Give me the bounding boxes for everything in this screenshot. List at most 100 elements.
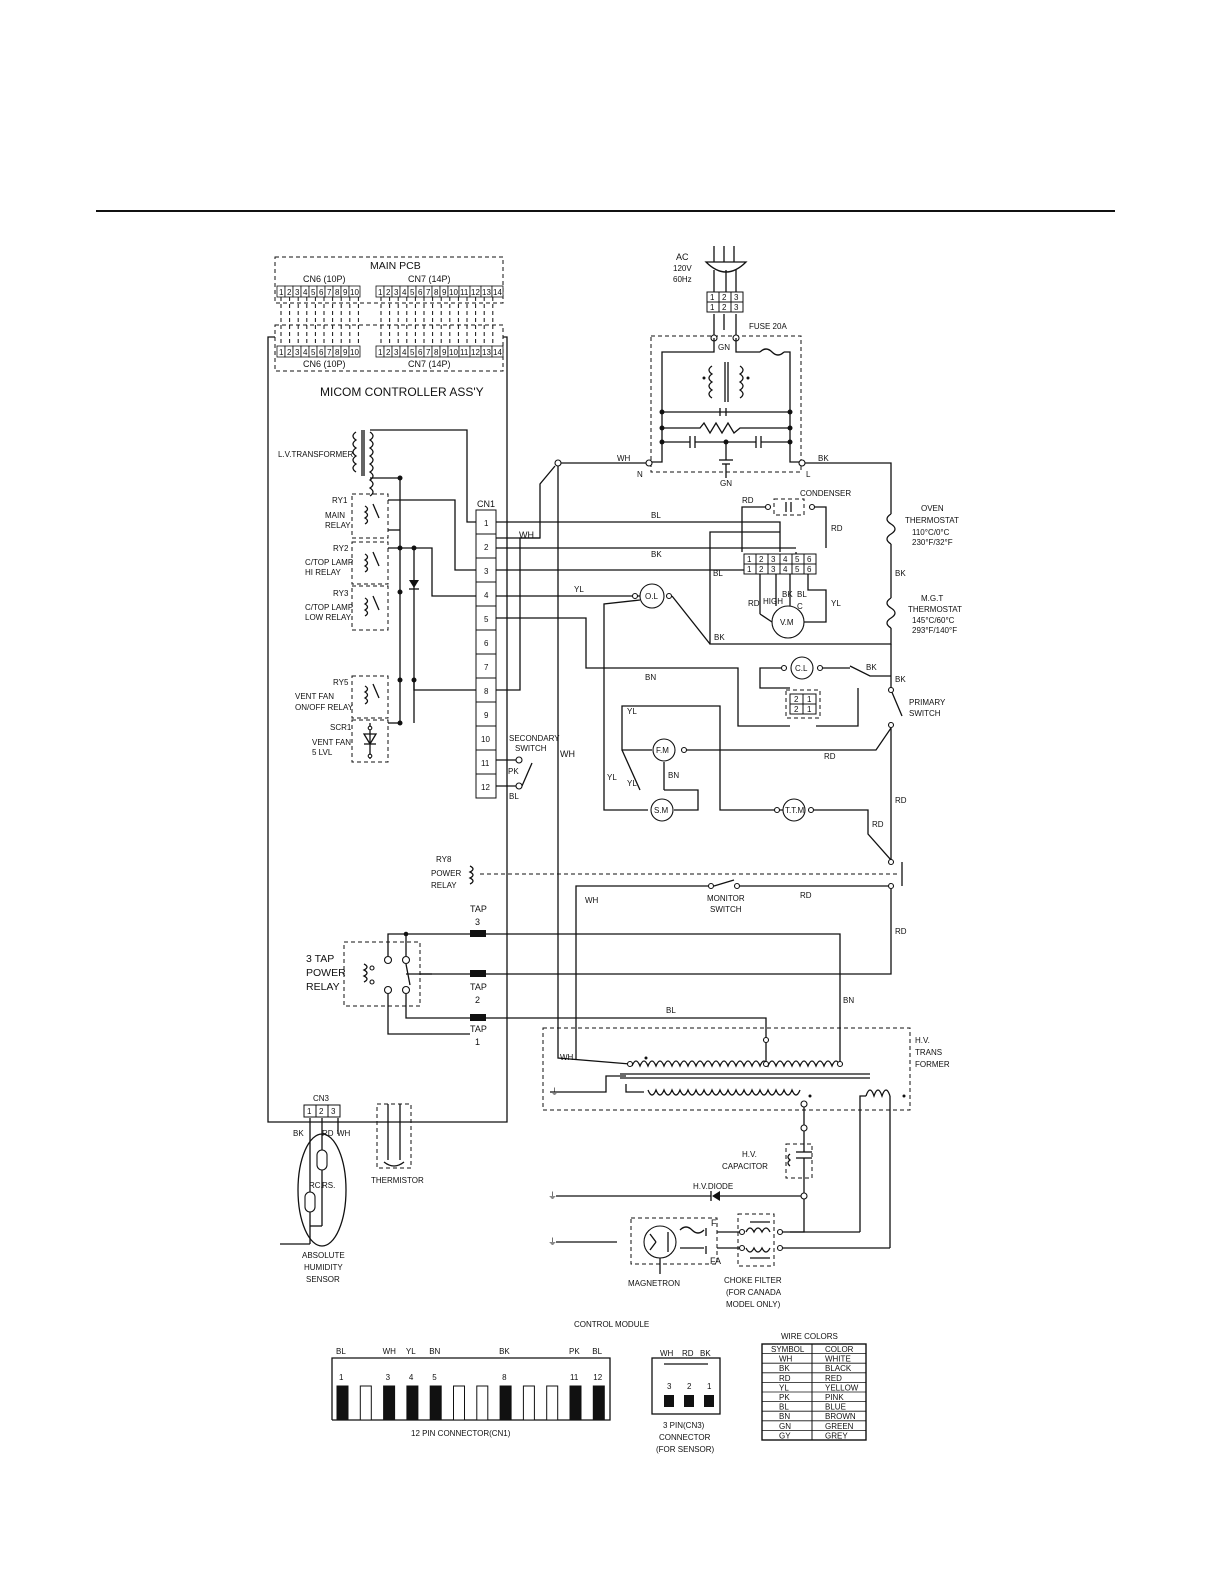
svg-text:O.L: O.L <box>645 592 658 601</box>
svg-text:M.G.T: M.G.T <box>921 594 943 603</box>
cn7-top-pin-label: 7 <box>426 288 431 297</box>
cn3-pin-label: 3 <box>331 1107 336 1116</box>
cn1-pin-label: 5 <box>484 615 489 624</box>
cn1-pin-label: 9 <box>484 711 489 720</box>
cn6-top-pin-label: 5 <box>311 288 316 297</box>
svg-text:TAP: TAP <box>470 1024 487 1034</box>
svg-text:N: N <box>637 470 643 479</box>
cn3-module-pin-number: 3 <box>667 1382 672 1391</box>
stirrer-motor: S.M <box>650 789 699 822</box>
plug-pin-label: 3 <box>734 293 739 302</box>
svg-text:TAP: TAP <box>470 904 487 914</box>
monitor-switch: MONITOR SWITCH <box>707 879 745 914</box>
cn3-wire-wh: WH <box>337 1129 351 1138</box>
cn1-pin-label: 12 <box>481 783 490 792</box>
conn6-pin-label: 4 <box>783 555 788 564</box>
condenser-rd-b: RD <box>831 524 843 533</box>
svg-text:(FOR SENSOR): (FOR SENSOR) <box>656 1445 715 1454</box>
cn7-top-pin-label: 6 <box>418 288 423 297</box>
cn1-p4-yl: YL <box>574 585 584 594</box>
cn6-top-pin-label: 8 <box>335 288 340 297</box>
cn3-wire-rd: RD <box>322 1129 334 1138</box>
hv-diode: H.V.DIODE ⏚ <box>548 1182 805 1233</box>
n-line-wh: WH <box>617 454 631 463</box>
svg-text:VENT FAN: VENT FAN <box>295 692 334 701</box>
svg-text:ON/OFF RELAY: ON/OFF RELAY <box>295 703 354 712</box>
conn6-pin-label: 1 <box>747 565 752 574</box>
svg-text:RELAY: RELAY <box>325 521 351 530</box>
cn1-color-label: BK <box>499 1347 510 1356</box>
conn2-pin-label: 1 <box>807 695 812 704</box>
svg-text:F.M: F.M <box>656 746 669 755</box>
cn6-top-pin-label: 9 <box>343 288 348 297</box>
cn1-slot-4 <box>406 1385 419 1421</box>
svg-text:RY3: RY3 <box>333 589 349 598</box>
svg-text:RY2: RY2 <box>333 544 349 553</box>
wire-table-symbol: BL <box>779 1403 789 1412</box>
cn1-slot-1 <box>336 1385 349 1421</box>
svg-text:ABSOLUTE: ABSOLUTE <box>302 1251 345 1260</box>
pcb-connector-lines <box>280 297 494 346</box>
svg-text:230°F/32°F: 230°F/32°F <box>912 538 953 547</box>
scr1-vent-fan-triac: SCR1 VENT FAN 5 LVL <box>312 719 400 763</box>
svg-text:RD: RD <box>682 1349 694 1358</box>
cn6-bottom-pin-label: 9 <box>343 348 348 357</box>
conn2-pin-label: 1 <box>807 705 812 714</box>
fan-motor: F.M YL BN YL YL <box>607 705 786 811</box>
svg-text:WH: WH <box>660 1349 674 1358</box>
ry2-ctop-lamp-hi-relay: RY2 C/TOP LAMP HI RELAY <box>305 541 480 597</box>
svg-text:HIGH: HIGH <box>763 597 783 606</box>
conn6-pin-label: 5 <box>795 555 800 564</box>
lv-transformer: L.V.TRANSFORMER <box>278 429 480 523</box>
cn6-top-pin-label: 7 <box>327 288 332 297</box>
wh-label-cn1: WH <box>519 530 534 540</box>
primary-rd: RD <box>895 796 907 805</box>
cn7-bottom-pin-label: 4 <box>402 348 407 357</box>
vent-motor: V.M RD HIGH BK BL C YL BL <box>709 531 841 639</box>
cn1-slot-6 <box>453 1385 465 1421</box>
wire-table-color: GREY <box>825 1431 848 1440</box>
vm-bl: BL <box>797 590 807 599</box>
cn6-label-bottom: CN6 (10P) <box>303 359 346 369</box>
sm-yl-b: YL <box>627 779 637 788</box>
cn1-pin-label: 2 <box>484 543 489 552</box>
conn6-pin-label: 6 <box>807 555 812 564</box>
tap-1: TAP 1 <box>470 1014 487 1047</box>
conn6-pin-label: 6 <box>807 565 812 574</box>
svg-text:RY5: RY5 <box>333 678 349 687</box>
svg-text:V.M: V.M <box>780 618 794 627</box>
wire-table-color: WHITE <box>825 1355 851 1364</box>
cn1-pin-label: 1 <box>484 519 489 528</box>
svg-text:CONTROL MODULE: CONTROL MODULE <box>574 1320 649 1329</box>
plug-pin-label: 2 <box>722 303 727 312</box>
conn6-pin-label: 4 <box>783 565 788 574</box>
svg-text:RY1: RY1 <box>332 496 348 505</box>
hv-capacitor: H.V. CAPACITOR <box>722 1131 813 1200</box>
svg-text:SWITCH: SWITCH <box>710 905 742 914</box>
svg-text:L: L <box>806 470 811 479</box>
hv-transformer: WH ⏚ H.V. TRANS FORMER <box>542 1027 950 1248</box>
wire-table-symbol: RD <box>779 1374 791 1383</box>
cn7-top-pin-label: 11 <box>460 288 469 297</box>
vm-bl-side: BL <box>713 569 723 578</box>
svg-text:T.T.M: T.T.M <box>785 806 804 815</box>
svg-text:F: F <box>711 1218 717 1228</box>
cn1-color-label: BL <box>592 1347 602 1356</box>
cn6-bottom-pin-label: 5 <box>311 348 316 357</box>
plug-pin-label: 1 <box>710 293 715 302</box>
fm-rd: RD <box>824 752 836 761</box>
cn1-p1-bl: BL <box>651 511 661 520</box>
svg-text:MONITOR: MONITOR <box>707 894 745 903</box>
wire-table-color: BLUE <box>825 1403 846 1412</box>
ground-glyph-3: ⏚ <box>548 1237 557 1247</box>
cn1-color-label: YL <box>406 1347 416 1356</box>
conn6-pin-label: 2 <box>759 555 764 564</box>
svg-text:C/TOP LAMP: C/TOP LAMP <box>305 603 353 612</box>
conn6-pin-label: 3 <box>771 555 776 564</box>
conn2-pin-box <box>802 703 817 715</box>
